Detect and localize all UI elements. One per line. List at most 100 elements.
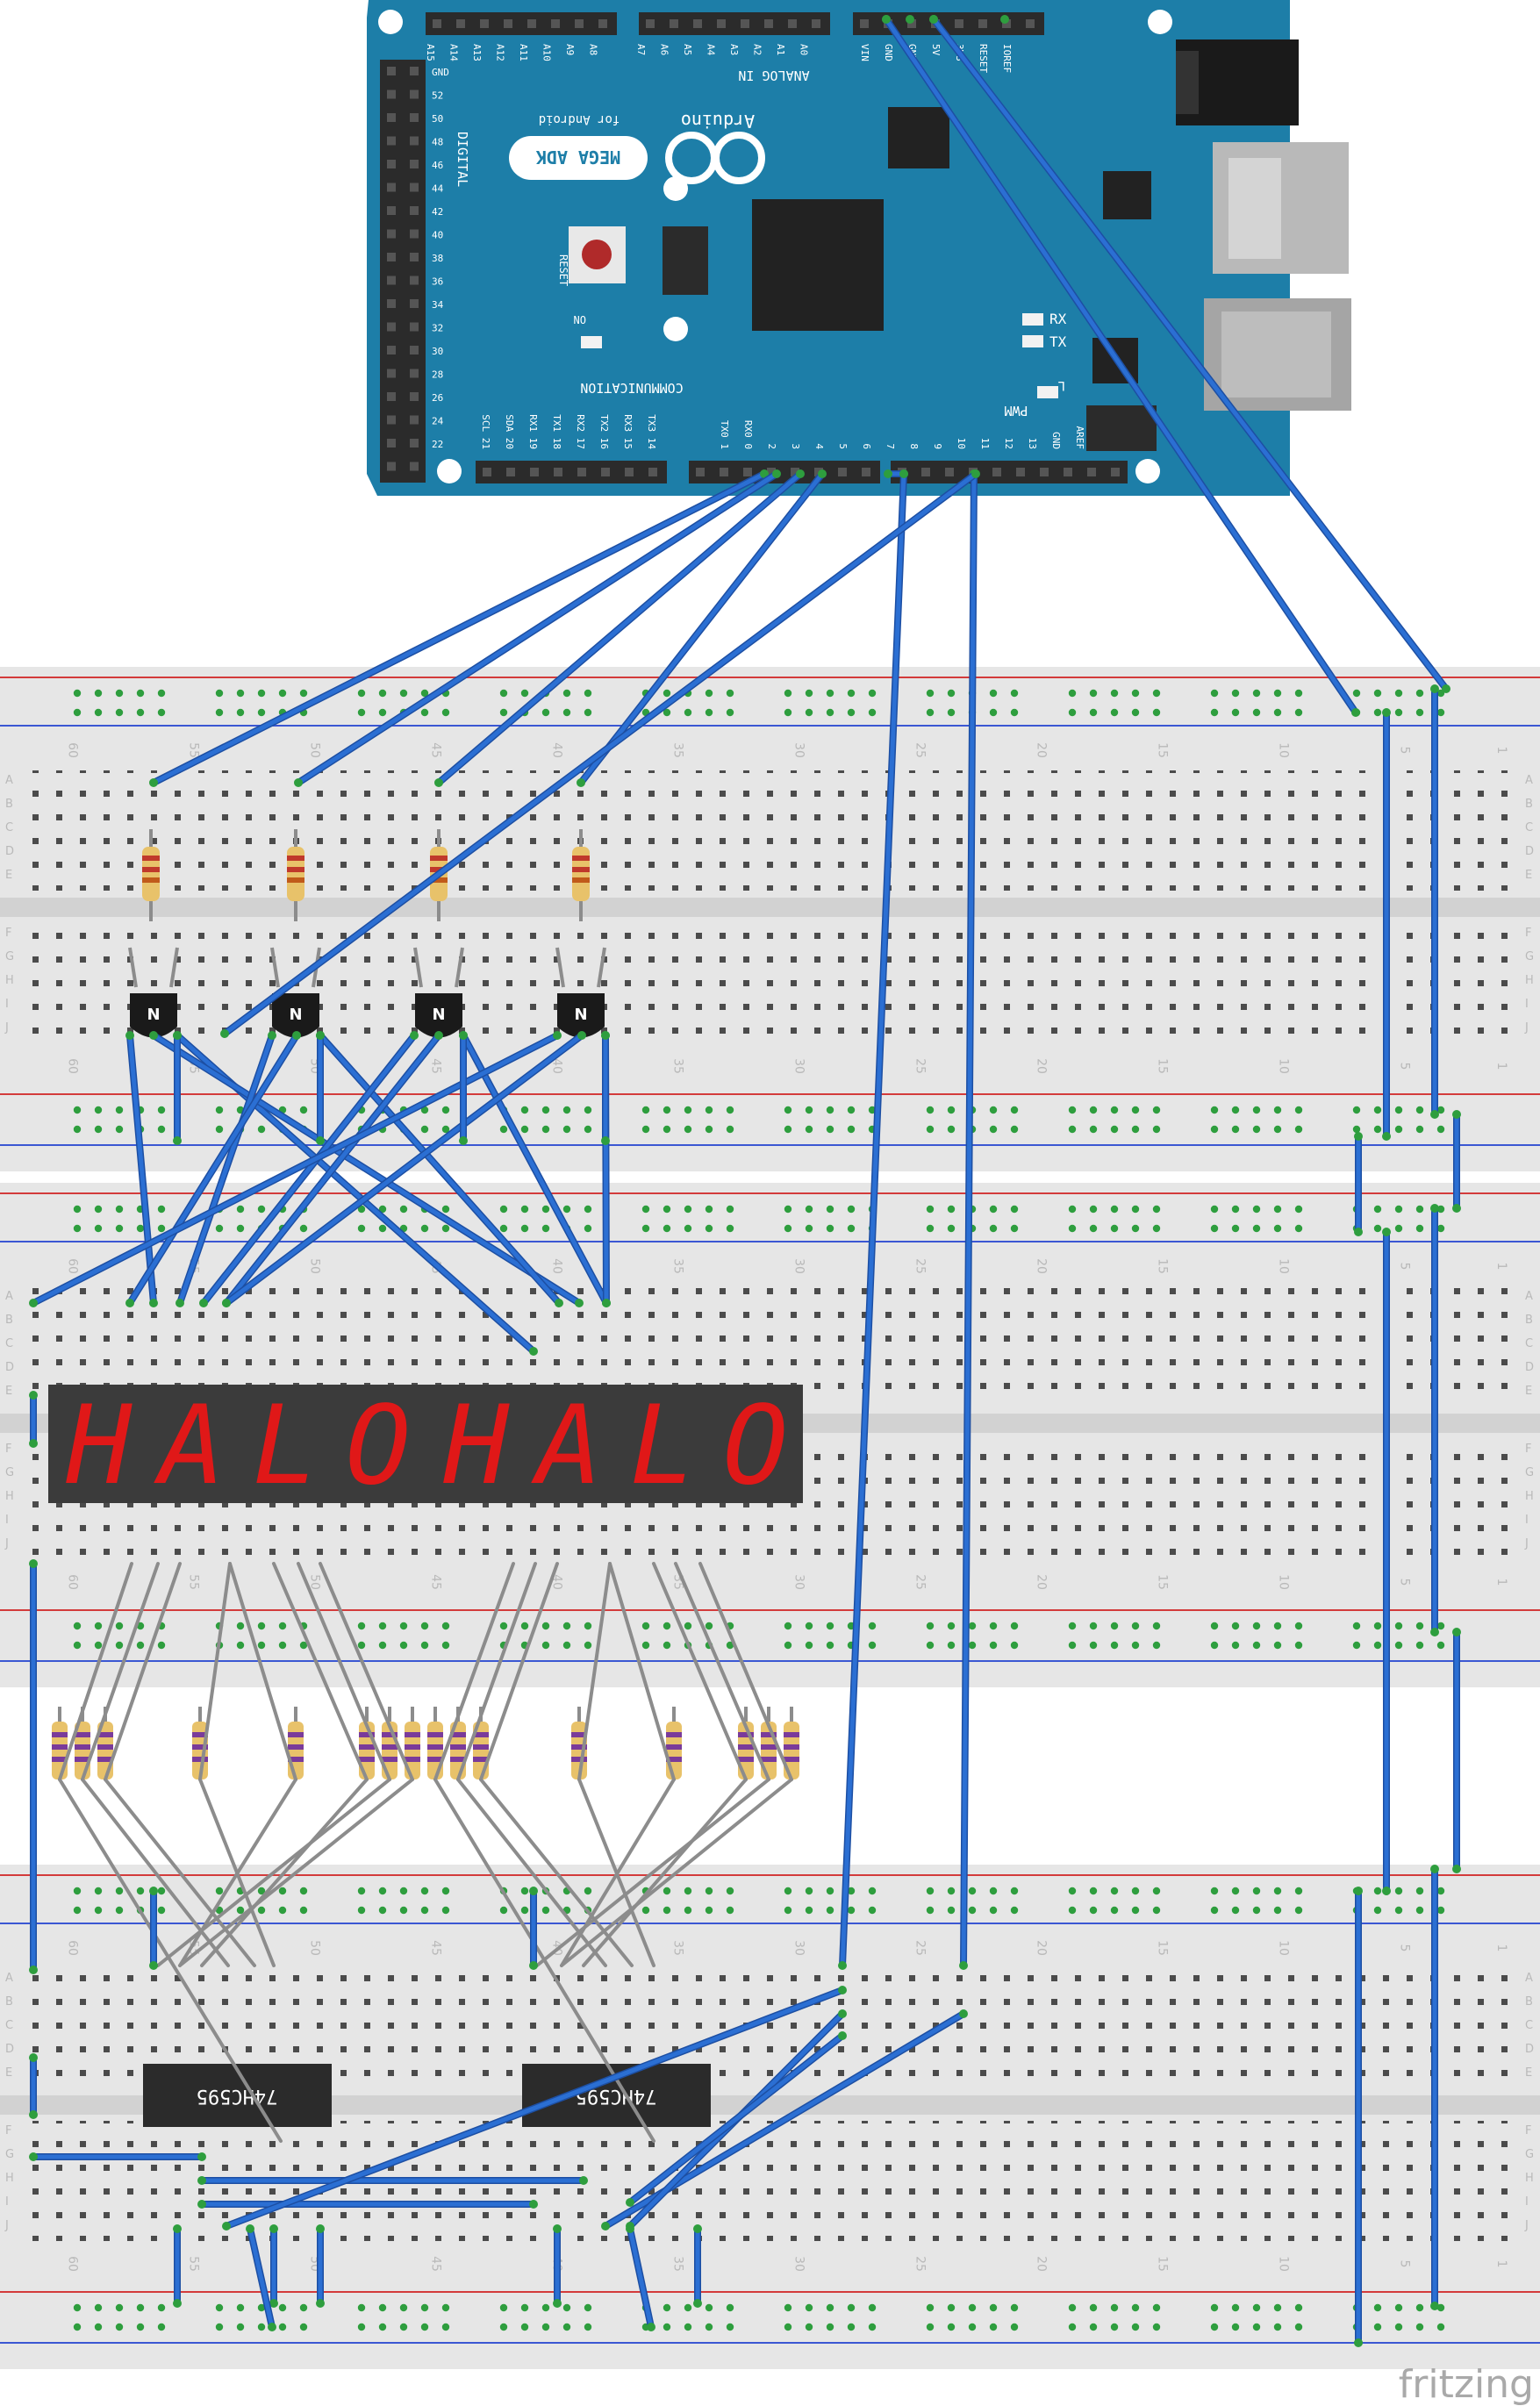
rail-hole bbox=[1415, 1125, 1424, 1134]
rail-hole bbox=[357, 1224, 366, 1233]
rail-hole bbox=[399, 1641, 408, 1650]
gray-wire bbox=[433, 1562, 515, 1781]
rail-hole bbox=[847, 1106, 856, 1114]
rail-hole bbox=[1394, 1906, 1403, 1915]
rail-hole bbox=[663, 1106, 671, 1114]
rail-hole bbox=[73, 2303, 82, 2312]
display-digit: H bbox=[443, 1383, 511, 1509]
rail-hole bbox=[1415, 1622, 1424, 1630]
rail-hole bbox=[1294, 2303, 1303, 2312]
transistor-label: N bbox=[147, 1006, 160, 1024]
rail-hole bbox=[236, 708, 245, 717]
rail-hole bbox=[278, 1887, 287, 1895]
rail-hole bbox=[499, 1125, 508, 1134]
column-number: 35 bbox=[671, 1058, 685, 1074]
rail-hole bbox=[420, 1622, 429, 1630]
header-pin bbox=[743, 468, 752, 476]
arduino-logo-right bbox=[713, 132, 765, 184]
rail-hole bbox=[1373, 2303, 1382, 2312]
reset-label: RESET bbox=[557, 254, 569, 286]
rail-hole bbox=[73, 1887, 82, 1895]
rail-hole bbox=[73, 1125, 82, 1134]
rail-hole bbox=[726, 708, 734, 717]
resistor-band bbox=[666, 1757, 682, 1762]
pwm-pin-label: 12 bbox=[1003, 438, 1014, 449]
column-number: 30 bbox=[792, 1940, 806, 1956]
rail-hole bbox=[441, 1106, 450, 1114]
arduino-mega-adk-board: MEGA ADK Arduino for Android RESET ON RX… bbox=[367, 0, 1351, 496]
rail-hole bbox=[868, 1622, 877, 1630]
wire-end bbox=[269, 2224, 278, 2233]
rail-hole bbox=[1010, 708, 1019, 717]
row-letter: G bbox=[5, 1466, 14, 1479]
gray-wire bbox=[297, 1562, 391, 1781]
rail-hole bbox=[1415, 2303, 1424, 2312]
rail-hole bbox=[784, 2303, 792, 2312]
rail-hole bbox=[1415, 708, 1424, 717]
rail-hole bbox=[926, 708, 935, 717]
resistor-band bbox=[571, 1757, 587, 1762]
rail-hole bbox=[1231, 1224, 1240, 1233]
wire-end bbox=[268, 2323, 276, 2331]
header-pin bbox=[387, 439, 396, 448]
column-number: 60 bbox=[66, 1258, 80, 1274]
row-letter: B bbox=[5, 798, 13, 811]
regulator-chip bbox=[1103, 171, 1151, 219]
digital-pin-label: 50 bbox=[432, 113, 443, 125]
row-letter: B bbox=[5, 1314, 13, 1327]
rail-hole bbox=[1210, 1887, 1219, 1895]
row-letter: J bbox=[4, 1537, 9, 1550]
rail-hole bbox=[357, 1887, 366, 1895]
header-pin bbox=[410, 206, 419, 215]
row-letter: H bbox=[5, 1490, 14, 1503]
wire-end bbox=[1354, 1228, 1363, 1236]
rail-hole bbox=[663, 1906, 671, 1915]
rail-hole bbox=[520, 1906, 529, 1915]
header-pin bbox=[433, 19, 441, 28]
rail-hole bbox=[73, 689, 82, 698]
wire-end bbox=[459, 1136, 468, 1145]
row-letter: D bbox=[1525, 2043, 1534, 2056]
rail-hole bbox=[989, 1224, 998, 1233]
column-number: 50 bbox=[308, 1940, 322, 1956]
header-pin bbox=[410, 67, 419, 75]
rail-hole bbox=[1436, 708, 1445, 717]
rail-hole bbox=[399, 1906, 408, 1915]
rail-hole bbox=[378, 2303, 387, 2312]
rail-hole bbox=[1352, 1106, 1361, 1114]
transistor-label: N bbox=[432, 1006, 445, 1024]
resistor-band bbox=[473, 1732, 489, 1737]
resistor-body bbox=[427, 1722, 443, 1779]
row-letter: E bbox=[1525, 2066, 1532, 2080]
column-number: 5 bbox=[1398, 1063, 1412, 1071]
rail-hole bbox=[1252, 708, 1261, 717]
resistor-band bbox=[761, 1757, 777, 1762]
digital-pin-label: 48 bbox=[432, 137, 443, 148]
row-letter: F bbox=[5, 2124, 11, 2137]
resistor-band bbox=[666, 1732, 682, 1737]
rail-hole bbox=[1273, 1106, 1282, 1114]
header-pin bbox=[767, 468, 776, 476]
wire-end bbox=[29, 2053, 38, 2062]
pwm-pin-label: 10 bbox=[956, 438, 967, 449]
rail-hole bbox=[784, 1205, 792, 1214]
header-pin bbox=[1111, 468, 1120, 476]
column-number: 5 bbox=[1398, 1579, 1412, 1586]
rail-hole bbox=[784, 1106, 792, 1114]
column-number: 10 bbox=[1277, 1258, 1291, 1274]
row-letter: B bbox=[1525, 1314, 1533, 1327]
analog-pin-label: A4 bbox=[706, 44, 717, 56]
rail-hole bbox=[378, 1906, 387, 1915]
wire-end bbox=[971, 469, 980, 478]
reset-button-cap[interactable] bbox=[582, 240, 612, 269]
rail-hole bbox=[1373, 1125, 1382, 1134]
rail-hole bbox=[399, 1622, 408, 1630]
rail-hole bbox=[805, 1106, 813, 1114]
rail-hole bbox=[926, 1125, 935, 1134]
rail-hole bbox=[805, 2323, 813, 2331]
header-pin bbox=[480, 19, 489, 28]
rail-hole bbox=[399, 2303, 408, 2312]
center-channel bbox=[0, 898, 1540, 917]
rail-hole bbox=[441, 2303, 450, 2312]
